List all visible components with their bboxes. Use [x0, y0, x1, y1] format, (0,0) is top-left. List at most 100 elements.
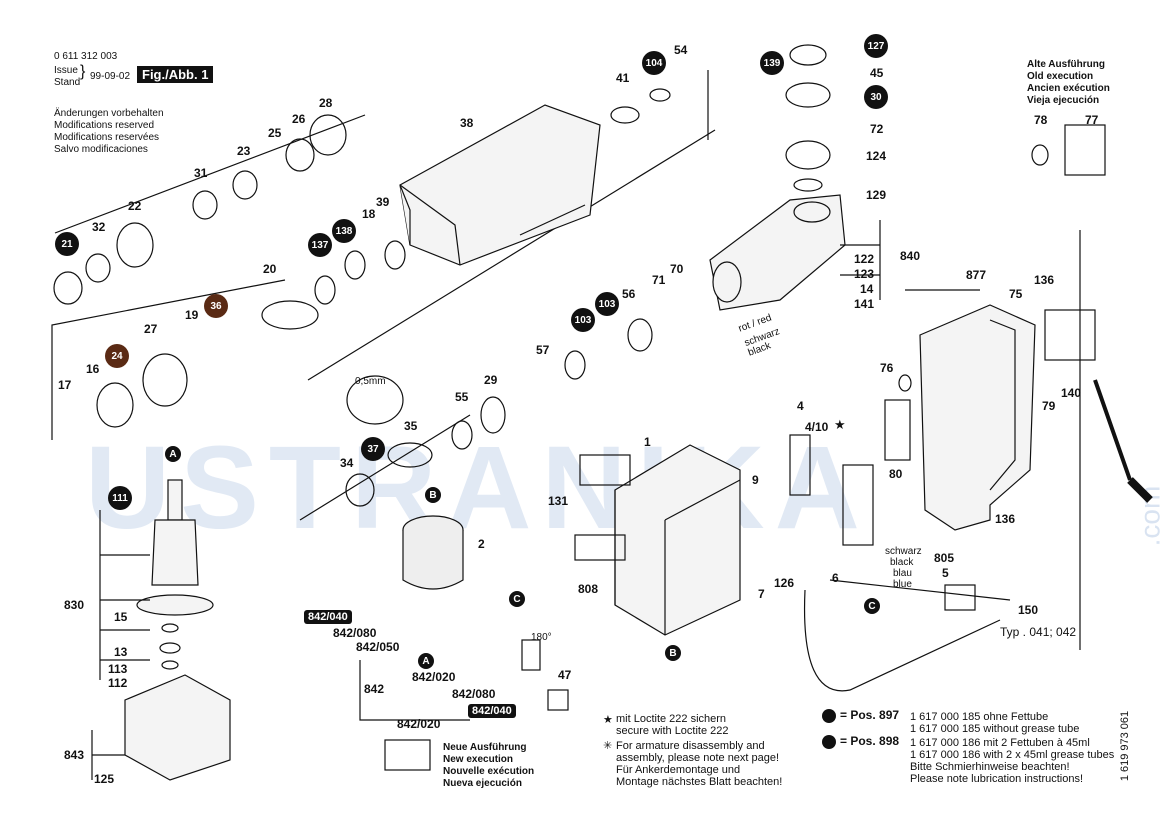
rotation-label: 180° — [531, 632, 552, 643]
part-31: 31 — [194, 166, 208, 180]
mod-de: Änderungen vorbehalten — [54, 108, 164, 119]
badge-103-a: 103 — [571, 308, 595, 332]
part-56: 56 — [622, 287, 636, 301]
connector-a-top: A — [165, 446, 181, 462]
part-136-bottom: 136 — [995, 512, 1016, 526]
part-141: 141 — [854, 297, 875, 311]
grease-line-4: 1 617 000 186 with 2 x 45ml grease tubes — [910, 749, 1115, 761]
part-70: 70 — [670, 262, 684, 276]
brace: } — [80, 63, 86, 80]
wire-blau: blau — [893, 568, 912, 579]
pos-898: = Pos. 898 — [822, 735, 899, 749]
part-140: 140 — [1061, 386, 1082, 400]
issue-label: Issue — [54, 65, 78, 76]
part-76: 76 — [880, 361, 894, 375]
part-23: 23 — [237, 144, 251, 158]
part-20: 20 — [263, 262, 277, 276]
part-7: 7 — [758, 587, 765, 601]
part-34: 34 — [340, 456, 354, 470]
part-5: 5 — [942, 566, 949, 580]
part-122: 122 — [854, 252, 875, 266]
pos-897: = Pos. 897 — [822, 709, 899, 723]
part-842: 842 — [364, 682, 385, 696]
field-2 — [402, 515, 464, 590]
connector-b-top: B — [425, 487, 441, 503]
loctite-en: secure with Loctite 222 — [616, 725, 729, 737]
ref-number: 1 619 973 061 — [1119, 710, 1132, 782]
part-32: 32 — [92, 220, 106, 234]
badge-111: 111 — [108, 486, 132, 510]
old-exec-en: Old execution — [1027, 71, 1094, 82]
part-79: 79 — [1042, 399, 1056, 413]
part-113: 113 — [108, 662, 128, 676]
old-exec-de: Alte Ausführung — [1027, 59, 1105, 70]
part-39: 39 — [376, 195, 390, 209]
part-75: 75 — [1009, 287, 1023, 301]
connector-b-bottom: B — [665, 645, 681, 661]
badge-103-b: 103 — [595, 292, 619, 316]
gap-label: 0,5mm — [355, 376, 386, 387]
pos-898-label: = Pos. 898 — [840, 734, 900, 749]
connector-c-bottom: C — [864, 598, 880, 614]
new-exec-fr: Nouvelle exécution — [443, 766, 535, 777]
old-exec-fr: Ancien exécution — [1027, 83, 1110, 94]
part-136-top: 136 — [1034, 273, 1055, 287]
stand-label: Stand — [54, 77, 81, 88]
badge-36: 36 — [204, 294, 228, 318]
part-123: 123 — [854, 267, 875, 281]
mod-en: Modifications reserved — [54, 120, 155, 131]
part-877: 877 — [966, 268, 987, 282]
part-71: 71 — [652, 273, 666, 287]
part-112: 112 — [108, 676, 128, 690]
part-13: 13 — [114, 645, 128, 659]
grease-line-1: 1 617 000 185 ohne Fettube — [910, 711, 1049, 723]
armature-note-4: Montage nächstes Blatt beachten! — [616, 776, 783, 788]
part-28: 28 — [319, 96, 333, 110]
part-4-10: 4/10 — [805, 420, 829, 434]
part-47: 47 — [558, 668, 572, 682]
part-9: 9 — [752, 473, 759, 487]
connector-a-bottom: A — [418, 653, 434, 669]
part-54: 54 — [674, 43, 688, 57]
badge-37: 37 — [361, 437, 385, 461]
badge-104: 104 — [642, 51, 666, 75]
part-843: 843 — [64, 748, 85, 762]
part-27: 27 — [144, 322, 158, 336]
armature-note-1: For armature disassembly and — [616, 740, 765, 752]
wire-schwarz-2: schwarz — [885, 546, 922, 557]
grease-line-2: 1 617 000 185 without grease tube — [910, 723, 1080, 735]
part-150: 150 — [1018, 603, 1039, 617]
grease-line-5: Bitte Schmierhinweise beachten! — [910, 761, 1070, 773]
part-2: 2 — [478, 537, 485, 551]
new-exec-en: New execution — [443, 754, 514, 765]
grease-line-6: Please note lubrication instructions! — [910, 773, 1084, 785]
part-77: 77 — [1085, 113, 1099, 127]
part-129: 129 — [866, 188, 887, 202]
part-19: 19 — [185, 308, 199, 322]
badge-127: 127 — [864, 34, 888, 58]
wire-black-2: black — [890, 557, 914, 568]
part-842-080-b: 842/080 — [452, 687, 496, 701]
badge-138: 138 — [332, 219, 356, 243]
new-exec-de: Neue Ausführung — [443, 742, 527, 753]
grease-dot-icon — [822, 709, 836, 723]
armature-note-2: assembly, please note next page! — [616, 752, 780, 764]
part-808: 808 — [578, 582, 599, 596]
part-805: 805 — [934, 551, 955, 565]
part-57: 57 — [536, 343, 550, 357]
part-842-080-a: 842/080 — [333, 626, 377, 640]
part-125: 125 — [94, 772, 115, 786]
badge-137: 137 — [308, 233, 332, 257]
part-842-050: 842/050 — [356, 640, 400, 654]
part-17: 17 — [58, 378, 72, 392]
part-22: 22 — [128, 199, 142, 213]
motor-housing-1 — [614, 444, 741, 636]
badge-30: 30 — [864, 85, 888, 109]
grease-line-3: 1 617 000 186 mit 2 Fettuben à 45ml — [910, 737, 1090, 749]
grease-dot-icon — [822, 735, 836, 749]
armature-note-3: Für Ankerdemontage und — [616, 764, 741, 776]
part-6: 6 — [832, 571, 839, 585]
armature-15 — [136, 479, 214, 616]
